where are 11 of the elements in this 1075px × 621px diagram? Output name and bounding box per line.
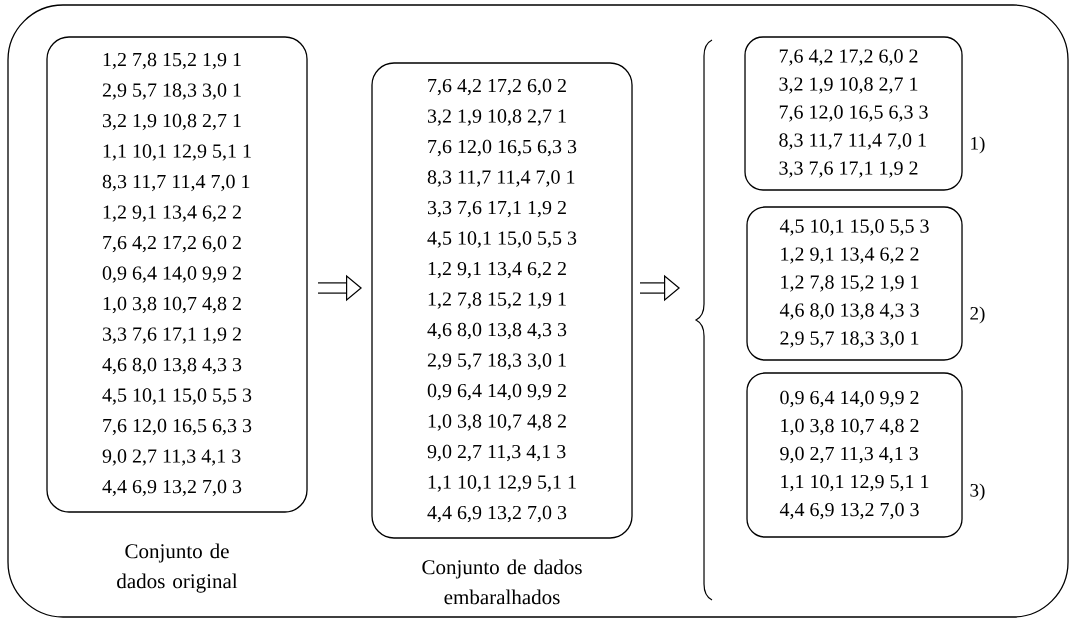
node-label: 2): [970, 306, 985, 324]
data-table-box: 1,2 7,8 15,2 1,9 1 2,9 5,7 18,3 3,0 1 3,2 1,9 10,8 2,7 1 1,1 10,1 12,9 5,1 1 8,3 11,7 11,4 7,0 1 1,2 9,1 13,4 6,2 2 7,6 4,2 17,2 6,0 2 0,9 6,4 14,0 9,9 2 1,0 3,8 10,7 4,8 2 3,3 7,6 17,1 1,9 2 4,6 8,0 13,8 4,3 3 4,5 10,1 15,0 5,5 3 7,6 12,0 16,5 6,3 3 9,0 2,7 11,3 4,1 3 4,4 6,9 13,2 7,0 3: [46, 36, 308, 513]
data-table-box: 7,6 4,2 17,2 6,0 2 3,2 1,9 10,8 2,7 1 7,6 12,0 16,5 6,3 3 8,3 11,7 11,4 7,0 1 3,3 7,6 17,1 1,9 2 4,5 10,1 15,0 5,5 3 1,2 9,1 13,4 6,2 2 1,2 7,8 15,2 1,9 1 4,6 8,0 13,8 4,3 3 2,9 5,7 18,3 3,0 1 0,9 6,4 14,0 9,9 2 1,0 3,8 10,7 4,8 2 9,0 2,7 11,3 4,1 3 1,1 10,1 12,9 5,1 1 4,4 6,9 13,2 7,0 3: [371, 62, 633, 539]
data-table-box: 4,5 10,1 15,0 5,5 3 1,2 9,1 13,4 6,2 2 1,2 7,8 15,2 1,9 1 4,6 8,0 13,8 4,3 3 2,9 5,7 18,3 3,0 1: [746, 206, 963, 361]
node-label: 1): [971, 136, 985, 154]
data-table-box: 7,6 4,2 17,2 6,0 2 3,2 1,9 10,8 2,7 1 7,6 12,0 16,5 6,3 3 8,3 11,7 11,4 7,0 1 3,3 7,6 17,1 1,9 2: [744, 36, 963, 191]
node-label: Conjunto de dados original: [117, 543, 238, 593]
data-table-box: 0,9 6,4 14,0 9,9 2 1,0 3,8 10,7 4,8 2 9,0 2,7 11,3 4,1 3 1,1 10,1 12,9 5,1 1 4,4 6,9 13,2 7,0 3: [746, 372, 963, 538]
node-label: Conjunto de dados embaralhados: [422, 559, 582, 605]
frame-box: [7, 4, 1069, 618]
node-label: 3): [970, 483, 985, 501]
